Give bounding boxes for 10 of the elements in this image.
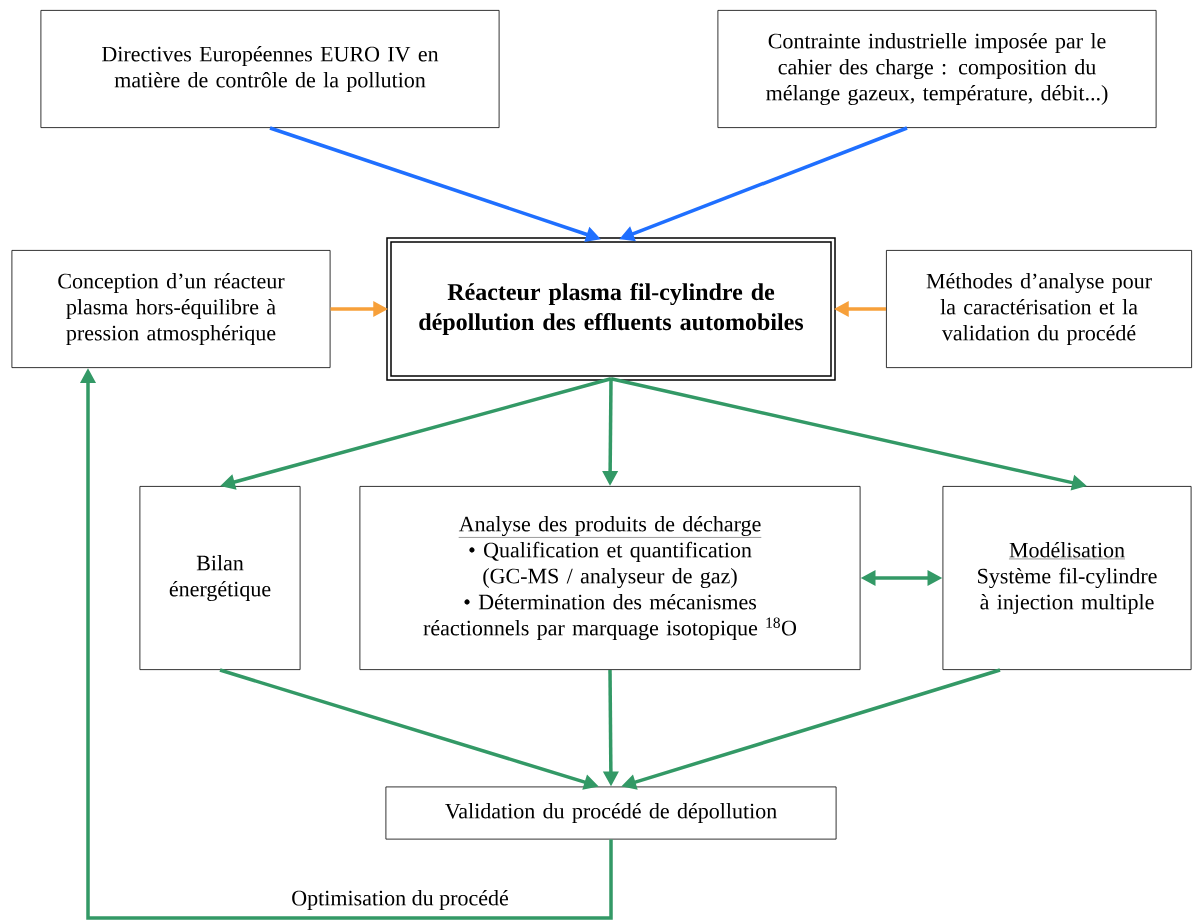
process-box: Validation du procédé de dépollution	[385, 786, 837, 840]
process-box: Directives Européennes EURO IV en matière de contrôle de la pollution	[40, 10, 500, 128]
process-box: Méthodes d’analyse pour la caractérisation et la validation du procédé	[886, 250, 1192, 368]
process-box: Analyse des produits de décharge • Qualification et quantification (GC-MS / analyseur de gaz) • Détermination des mécanismes réactionnels par marquage isotopique $^{18}$O	[359, 486, 861, 670]
title-box: Réacteur plasma fil-cylindre de dépollution des effluents automobiles	[386, 237, 836, 381]
process-box: Conception d’un réacteur plasma hors-équilibre à pression atmosphérique	[11, 250, 331, 368]
process-box: Contrainte industrielle imposée par le cahier des charge : composition du mélange gazeux, température, débit...)	[717, 10, 1157, 128]
process-box: Modélisation Système fil-cylindre à injection multiple	[942, 486, 1192, 670]
process-box: Bilan énergétique	[139, 486, 301, 670]
edge-label: Optimisation du procédé	[289, 888, 511, 912]
